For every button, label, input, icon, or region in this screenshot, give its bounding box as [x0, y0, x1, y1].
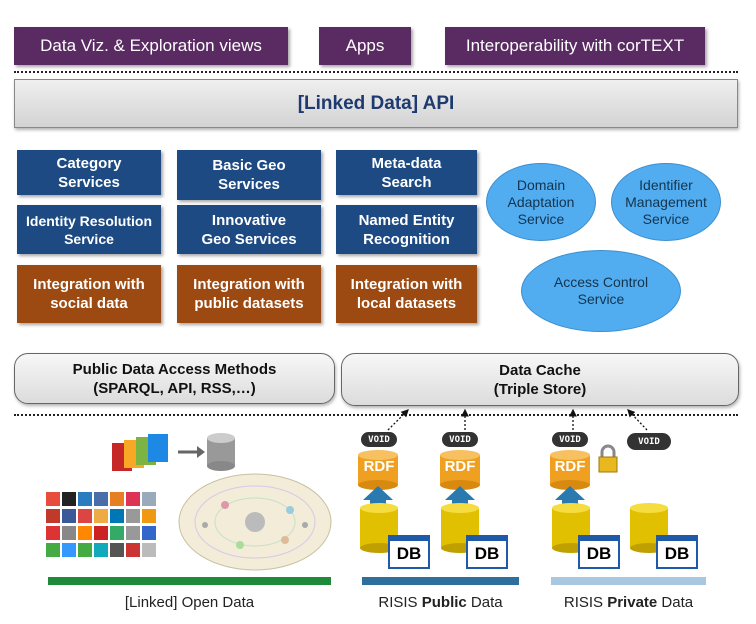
private-data-bar	[551, 577, 706, 585]
public-data-bar	[362, 577, 519, 585]
social-line1: Integration with	[33, 276, 145, 293]
open-data-text: [Linked] Open Data	[124, 594, 255, 611]
private-suffix: Data	[657, 594, 694, 611]
public-bold: Public	[421, 594, 467, 611]
void-text: VOID	[449, 434, 471, 445]
public-line1: Integration with	[193, 276, 305, 293]
domain-line1: Domain	[516, 176, 566, 193]
access-line2: Service	[577, 291, 625, 307]
rdf-label: RDF	[552, 458, 588, 478]
public-suffix: Data	[466, 594, 503, 611]
local-line1: Integration with	[350, 276, 463, 293]
void-tag: VOID	[552, 432, 588, 447]
public-db-stack-1	[358, 450, 398, 553]
rdf-label: RDF	[361, 458, 397, 478]
apps-label: Apps	[345, 36, 385, 55]
void-tag: VOID	[442, 432, 478, 447]
local-line2: local datasets	[356, 295, 457, 312]
lock-icon	[598, 444, 618, 473]
interoperability-label: Interoperability with corTEXT	[465, 36, 685, 55]
access-line1: Access Control	[553, 274, 649, 290]
public-data-caption: RISIS Public Data	[352, 594, 529, 611]
rdf-label: RDF	[442, 458, 478, 478]
identifier-line2: Management	[625, 193, 707, 210]
void-tag: VOID	[627, 433, 671, 450]
open-data-caption: [Linked] Open Data	[48, 594, 331, 611]
linked-data-cloud	[178, 473, 332, 571]
metadata-line1: Meta-data	[371, 154, 442, 172]
db-window-icon: DB	[656, 535, 698, 569]
domain-line3: Service	[517, 210, 565, 227]
private-data-caption: RISIS Private Data	[540, 594, 717, 611]
social-icons-grid	[44, 490, 164, 558]
top-separator	[14, 71, 738, 73]
void-to-cache-arrows	[387, 408, 648, 431]
basic-geo-line1: Basic Geo	[212, 157, 286, 174]
public-line2: public datasets	[194, 295, 304, 312]
db-text: DB	[586, 544, 612, 563]
public-data-access-box: Public Data Access Methods(SPARQL, API, …	[14, 353, 335, 404]
db-text: DB	[664, 544, 690, 563]
public-access-line2: (SPARQL, API, RSS,…)	[93, 379, 256, 397]
innovative-geo-line1: Innovative	[211, 211, 287, 229]
public-db-stack-2	[440, 450, 480, 553]
open-data-bar	[48, 577, 331, 585]
rdf-text: RDF	[444, 458, 476, 475]
data-cache-box: Data Cache(Triple Store)	[341, 353, 739, 406]
db-text: DB	[474, 544, 500, 563]
api-label: [Linked Data] API	[297, 92, 455, 114]
rdf-text: RDF	[554, 458, 586, 475]
identity-line1: Identity Resolution	[26, 212, 152, 229]
identifier-line3: Service	[642, 210, 690, 227]
identifier-line1: Identifier	[639, 176, 693, 193]
ner-line1: Named Entity	[358, 211, 455, 229]
social-line2: social data	[50, 295, 128, 312]
db-window-icon: DB	[578, 535, 620, 569]
private-prefix: RISIS	[563, 594, 608, 611]
category-line1: Category	[56, 154, 122, 172]
apps-box: Apps	[319, 27, 411, 65]
category-line2: Services	[58, 173, 120, 191]
ner-line2: Recognition	[363, 230, 450, 248]
db-window-icon: DB	[388, 535, 430, 569]
data-viz-box: Data Viz. & Exploration views	[14, 27, 288, 65]
public-access-line1: Public Data Access Methods	[72, 360, 277, 378]
integration-local-box: Integration with local datasets	[336, 265, 477, 323]
rdf-text: RDF	[363, 458, 395, 475]
metadata-line2: Search	[381, 173, 432, 191]
cache-line2: (Triple Store)	[493, 380, 587, 398]
db-window-icon: DB	[466, 535, 508, 569]
cache-line1: Data Cache	[499, 361, 581, 379]
void-text: VOID	[638, 436, 660, 447]
integration-social-box: Integration with social data	[17, 265, 161, 323]
innovative-geo-line2: Geo Services	[201, 230, 297, 248]
private-bold: Private	[607, 594, 658, 611]
public-prefix: RISIS	[378, 594, 422, 611]
bottom-separator	[14, 414, 738, 416]
void-text: VOID	[559, 434, 581, 445]
void-tag: VOID	[361, 432, 397, 447]
domain-line2: Adaptation	[507, 193, 575, 210]
data-viz-label: Data Viz. & Exploration views	[40, 36, 262, 55]
void-text: VOID	[368, 434, 390, 445]
integration-public-box: Integration with public datasets	[177, 265, 321, 323]
linked-data-api-bar: [Linked Data] API	[14, 79, 738, 128]
basic-geo-line2: Services	[218, 176, 280, 193]
db-text: DB	[396, 544, 422, 563]
identity-line2: Service	[64, 230, 114, 247]
interoperability-box: Interoperability with corTEXT	[445, 27, 705, 65]
files-to-database-icon	[112, 433, 235, 471]
